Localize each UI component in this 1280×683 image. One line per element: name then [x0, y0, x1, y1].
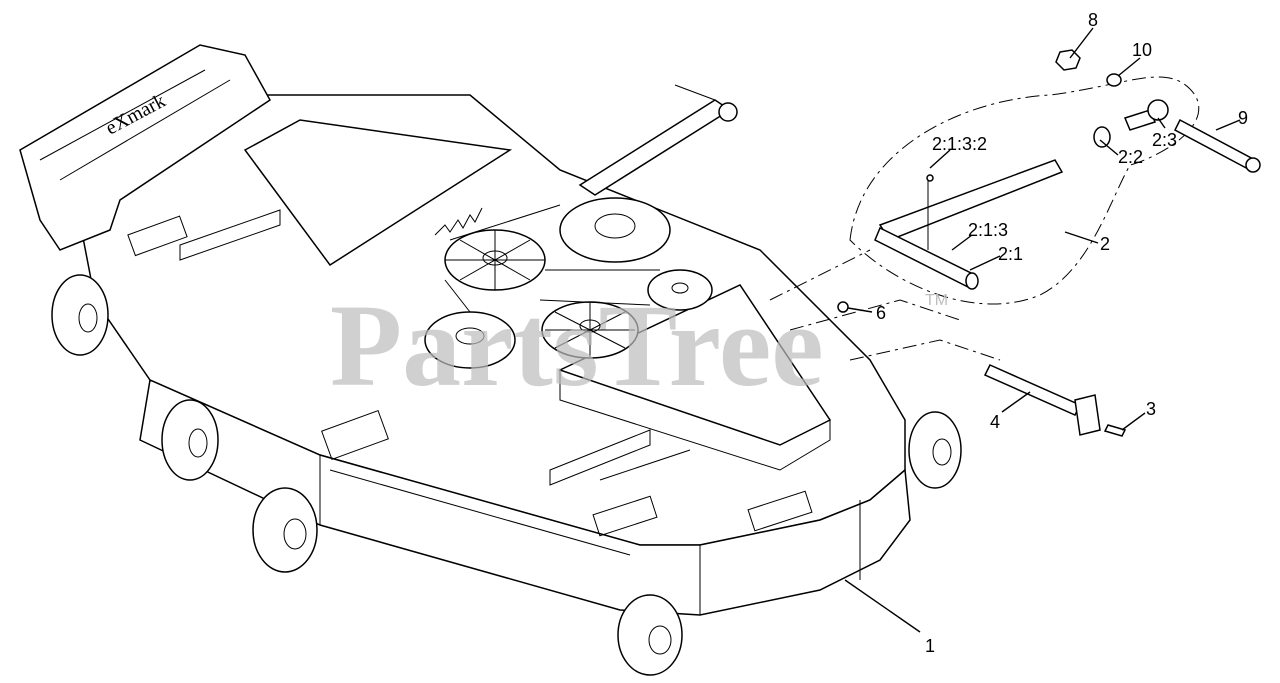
- watermark-trademark: TM: [925, 292, 948, 309]
- callout-2-2: 2:2: [1118, 147, 1143, 167]
- spindle-pulley-center: [444, 229, 546, 291]
- idler-pulley-right: [647, 269, 713, 311]
- arm-assembly-exploded: [769, 49, 1261, 437]
- spindle-pulley-right: [559, 197, 671, 263]
- leader-lines: [844, 27, 1241, 633]
- safety-decal-3: [592, 495, 658, 537]
- callout-3: 3: [1146, 399, 1156, 419]
- left-belt-cover: [19, 44, 271, 251]
- callout-6: 6: [876, 303, 886, 323]
- callout-9: 9: [1238, 108, 1248, 128]
- callout-2: 2: [1100, 234, 1110, 254]
- washer-10: [1106, 73, 1122, 87]
- anti-scalp-wheel-2: [161, 399, 219, 481]
- callout-1: 1: [925, 636, 935, 656]
- anti-scalp-wheel-3: [252, 487, 318, 573]
- anti-scalp-wheel-5: [908, 411, 962, 489]
- watermark-text: PartsTree: [330, 280, 824, 411]
- idler-pulley-center: [541, 301, 639, 359]
- callout-labels: 1 2 2:1 2:1:3 2:1:3:2 2:2 2:3 3 4 6 8 9 …: [876, 10, 1248, 656]
- deck-skirt: [139, 378, 911, 616]
- drive-belt: [444, 204, 660, 313]
- bushing-2-2: [1093, 126, 1111, 148]
- arm-cross-tube: [874, 226, 977, 288]
- upper-drive-rod: [578, 99, 732, 196]
- nut-8: [1055, 49, 1081, 71]
- pivot-rod-4: [983, 364, 1082, 416]
- callout-10: 10: [1132, 40, 1152, 60]
- callout-2-3: 2:3: [1152, 130, 1177, 150]
- callout-4: 4: [990, 412, 1000, 432]
- anti-scalp-wheel-4: [617, 594, 683, 676]
- safety-decal-2: [321, 410, 389, 460]
- belt-cover-left: [243, 119, 513, 267]
- callout-2-1: 2:1: [998, 244, 1023, 264]
- callout-2-1-3: 2:1:3: [968, 220, 1008, 240]
- callout-8: 8: [1088, 10, 1098, 30]
- callout-2-1-3-2: 2:1:3:2: [932, 134, 987, 154]
- mower-deck-assembly: eXmark: [19, 44, 962, 676]
- safety-decal-1: [127, 215, 188, 257]
- anti-scalp-wheel-1: [51, 274, 109, 356]
- bearing-2-3: [1147, 99, 1169, 121]
- fastener-6: [837, 301, 849, 313]
- tension-spring: [434, 207, 483, 236]
- bolt-3: [1103, 424, 1127, 437]
- safety-decal-4: [747, 490, 813, 532]
